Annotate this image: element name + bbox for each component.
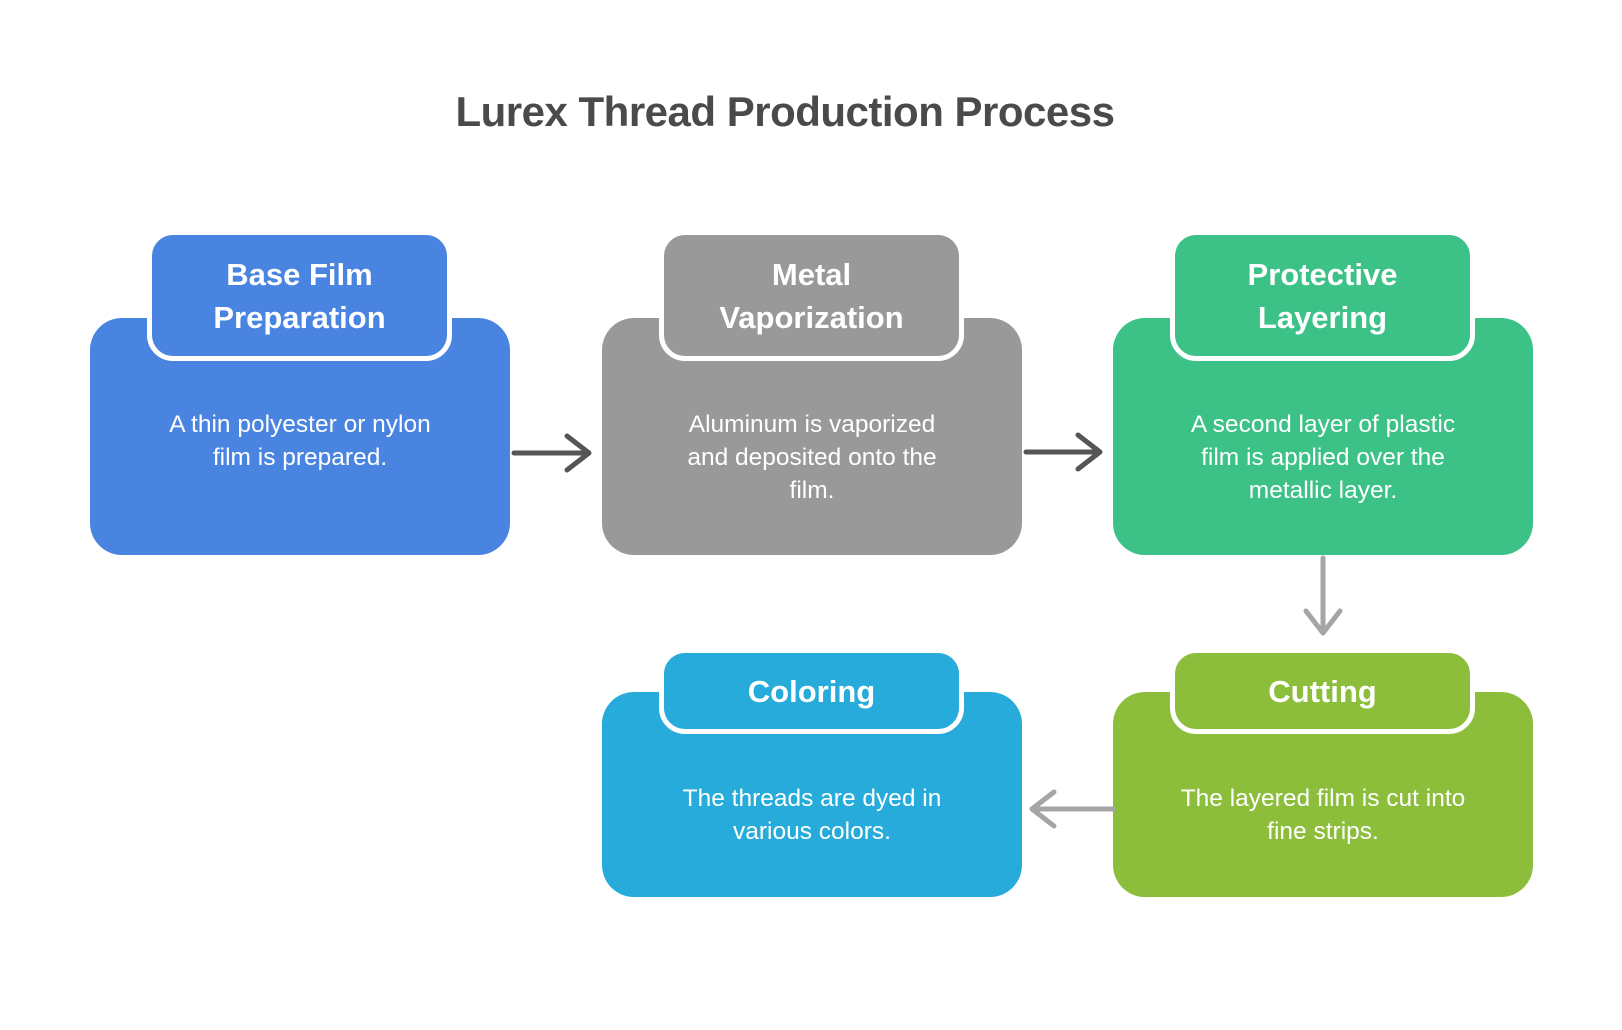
node-header: Metal Vaporization [659, 230, 964, 361]
node-title: Coloring [747, 673, 876, 709]
node-title: Cutting [1268, 673, 1377, 709]
node-header: Protective Layering [1170, 230, 1475, 361]
arrow-left-icon [1029, 789, 1116, 829]
node-description: The threads are dyed in various colors. [682, 785, 942, 845]
node-header: Base Film Preparation [147, 230, 452, 361]
arrow-right-icon [1023, 432, 1103, 472]
node-title: Protective Layering [1247, 256, 1398, 335]
node-header: Cutting [1170, 648, 1475, 734]
node-header: Coloring [659, 648, 964, 734]
node-title: Metal Vaporization [719, 256, 904, 335]
node-description: Aluminum is vaporized and deposited onto… [687, 411, 937, 504]
node-description: The layered film is cut into fine strips… [1180, 785, 1466, 845]
diagram-title: Lurex Thread Production Process [455, 88, 1115, 135]
arrow-down-icon [1303, 555, 1343, 636]
node-description: A second layer of plastic film is applie… [1190, 411, 1456, 504]
arrow-right-icon [511, 433, 592, 473]
node-title: Base Film Preparation [213, 256, 386, 335]
node-description: A thin polyester or nylon film is prepar… [169, 411, 431, 471]
